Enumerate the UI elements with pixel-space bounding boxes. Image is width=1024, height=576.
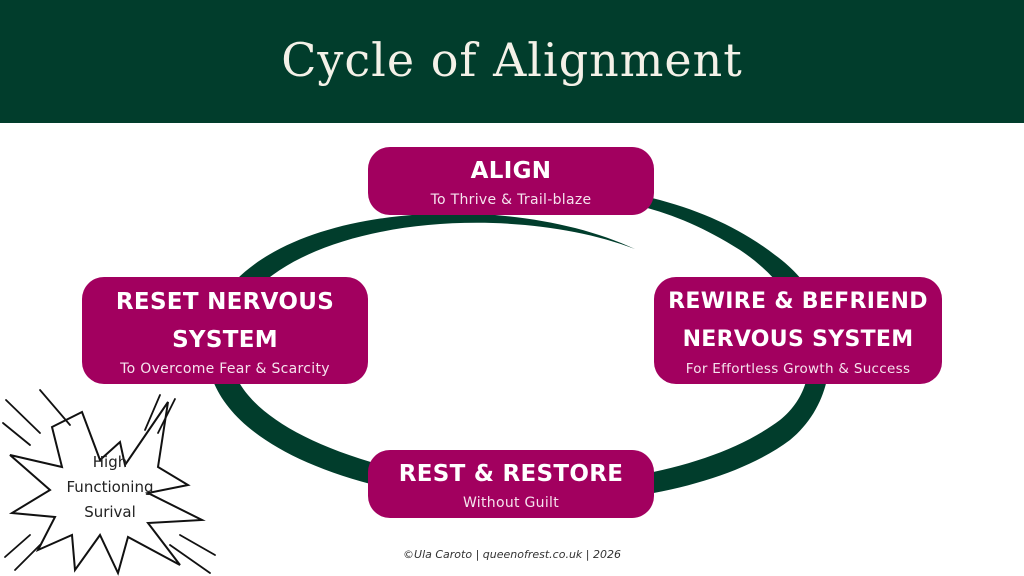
burst-lines bbox=[2, 389, 216, 574]
node-reset-nervous-system: RESET NERVOUS SYSTEM To Overcome Fear & … bbox=[82, 277, 368, 384]
starburst-icon bbox=[2, 389, 216, 576]
node-rewire-befriend: REWIRE & BEFRIEND NERVOUS SYSTEM For Eff… bbox=[654, 277, 942, 384]
node-align-heading: ALIGN bbox=[470, 158, 552, 184]
page-title: Cycle of Alignment bbox=[281, 32, 743, 87]
node-reset-subtitle: To Overcome Fear & Scarcity bbox=[120, 360, 330, 377]
burst-line-3: Surival bbox=[84, 503, 136, 521]
node-rest-restore: REST & RESTORE Without Guilt bbox=[368, 450, 654, 518]
node-rewire-heading-line2: NERVOUS SYSTEM bbox=[682, 326, 914, 352]
footer-credit: ©Ula Caroto | queenofrest.co.uk | 2026 bbox=[403, 548, 621, 561]
node-reset-heading-line2: SYSTEM bbox=[172, 326, 278, 353]
node-rewire-heading-line1: REWIRE & BEFRIEND bbox=[668, 288, 928, 314]
header-banner: Cycle of Alignment bbox=[0, 0, 1024, 123]
node-align-subtitle: To Thrive & Trail-blaze bbox=[430, 192, 592, 208]
burst-line-2: Functioning bbox=[66, 478, 154, 496]
node-align: ALIGN To Thrive & Trail-blaze bbox=[368, 147, 654, 215]
node-reset-heading-line1: RESET NERVOUS bbox=[115, 288, 335, 315]
node-rest-heading: REST & RESTORE bbox=[398, 461, 624, 487]
node-rest-subtitle: Without Guilt bbox=[462, 495, 560, 511]
burst-line-1: High bbox=[92, 453, 128, 471]
starburst-shape bbox=[8, 401, 206, 576]
burst-label: High Functioning Surival bbox=[40, 450, 180, 525]
node-rewire-subtitle: For Effortless Growth & Success bbox=[685, 360, 911, 377]
